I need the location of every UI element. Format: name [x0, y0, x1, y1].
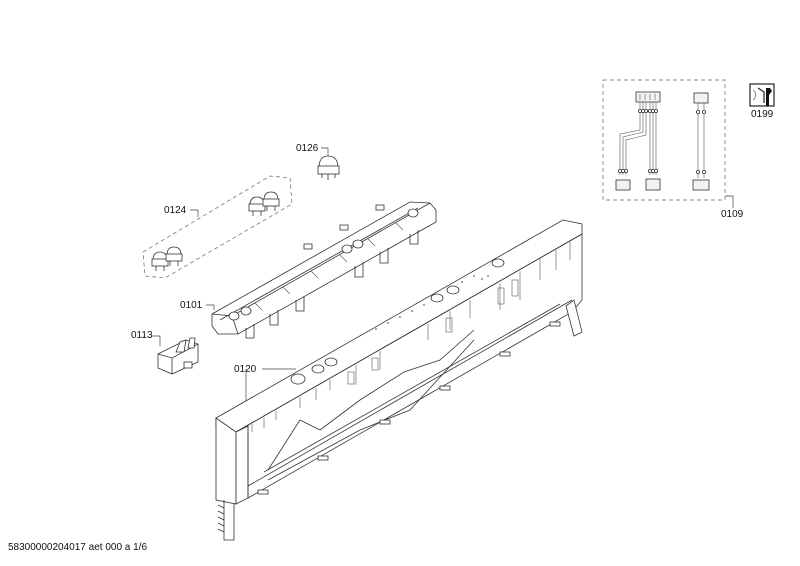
part-label-0126[interactable]: 0126	[296, 143, 319, 154]
button-0126-part[interactable]	[317, 147, 340, 180]
wrench-icon[interactable]	[749, 83, 775, 107]
part-label-0120[interactable]: 0120	[234, 364, 257, 375]
part-label-0109[interactable]: 0109	[721, 209, 744, 220]
button-set-0124-part[interactable]	[142, 175, 293, 279]
wiring-harness-group[interactable]	[602, 79, 734, 208]
document-footer-id: 58300000204017 aet 000 a 1/6	[8, 542, 148, 553]
module-carrier-0101-part[interactable]	[206, 201, 437, 339]
part-label-0124[interactable]: 0124	[164, 205, 187, 216]
switch-part-0113[interactable]	[152, 335, 199, 375]
fascia-frame-0120-part[interactable]	[215, 219, 583, 541]
part-label-0113[interactable]: 0113	[131, 330, 153, 341]
part-label-0199[interactable]: 0199	[751, 109, 774, 120]
part-label-0101[interactable]: 0101	[180, 300, 203, 311]
